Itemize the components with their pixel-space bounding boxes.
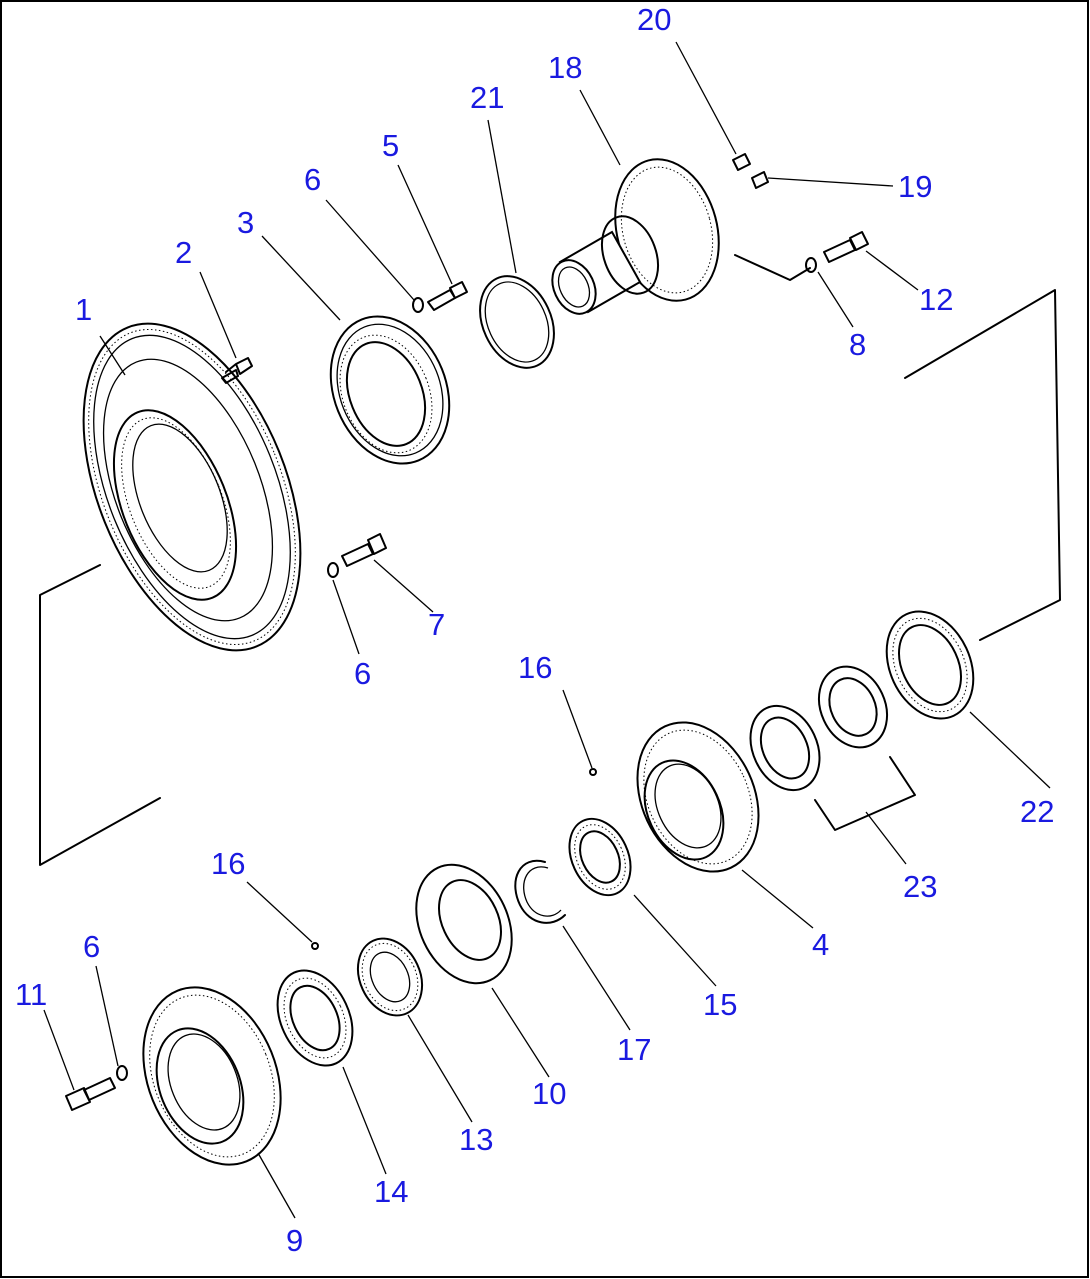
callout-1: 1: [75, 292, 92, 327]
part-7-bolt: [341, 533, 387, 567]
callout-6-middle: 6: [354, 656, 371, 691]
part-16-pin-lower: [311, 942, 319, 950]
part-10-bearing-cup: [415, 863, 513, 985]
part-12-bolt: [823, 231, 869, 263]
callout-16-upper: 16: [518, 650, 552, 685]
part-4-gear-ring: [636, 721, 760, 873]
callout-19: 19: [898, 169, 932, 204]
assembly-bracket-lines: [39, 254, 1061, 866]
callout-5: 5: [382, 128, 399, 163]
part-20-plug: [732, 153, 751, 171]
part-6-washer-middle: [327, 562, 339, 578]
callout-labels: 1 2 3 4 5 6 6 6 6 7 8 9 10 11 12 13 14 1…: [15, 2, 1054, 1258]
part-23-nuts: [749, 665, 889, 792]
callout-10: 10: [532, 1076, 566, 1111]
part-13-roller-bearing: [356, 937, 424, 1017]
part-6-washer-top: [412, 297, 424, 313]
callout-13: 13: [459, 1122, 493, 1157]
callout-12: 12: [919, 282, 953, 317]
callout-8: 8: [849, 327, 866, 362]
part-19-plug: [751, 171, 769, 189]
part-6-washer-lower: [116, 1065, 128, 1081]
part-3-bearing-ring: [329, 315, 451, 465]
part-11-bolt: [65, 1077, 116, 1111]
part-15-bearing-cone: [568, 817, 632, 897]
part-14-bearing-ring: [276, 969, 354, 1067]
callout-17: 17: [617, 1032, 651, 1067]
callout-14: 14: [374, 1174, 408, 1209]
callout-22: 22: [1020, 794, 1054, 829]
part-2-bolt: [221, 357, 253, 384]
callout-2: 2: [175, 235, 192, 270]
part-1-housing: [82, 322, 302, 652]
callout-15: 15: [703, 987, 737, 1022]
callout-23: 23: [903, 869, 937, 904]
part-18-hub-shaft: [551, 158, 720, 315]
callout-21: 21: [470, 80, 504, 115]
part-17-snap-ring: [514, 859, 566, 924]
callout-9: 9: [286, 1223, 303, 1258]
part-9-gear: [142, 986, 282, 1166]
callout-16-lower: 16: [211, 846, 245, 881]
callout-6-lower: 6: [83, 929, 100, 964]
callout-7: 7: [428, 607, 445, 642]
part-5-bolt: [427, 281, 468, 311]
part-21-snap-ring: [479, 275, 555, 369]
callout-3: 3: [237, 205, 254, 240]
leader-lines: [43, 41, 1051, 1219]
callout-18: 18: [548, 50, 582, 85]
callout-6-top: 6: [304, 162, 321, 197]
callout-11: 11: [15, 977, 47, 1012]
callout-20: 20: [637, 2, 671, 37]
part-22-roller-ring: [885, 610, 975, 720]
part-8-washer: [805, 257, 817, 273]
callout-4: 4: [812, 927, 829, 962]
part-16-pin-upper: [589, 768, 597, 776]
